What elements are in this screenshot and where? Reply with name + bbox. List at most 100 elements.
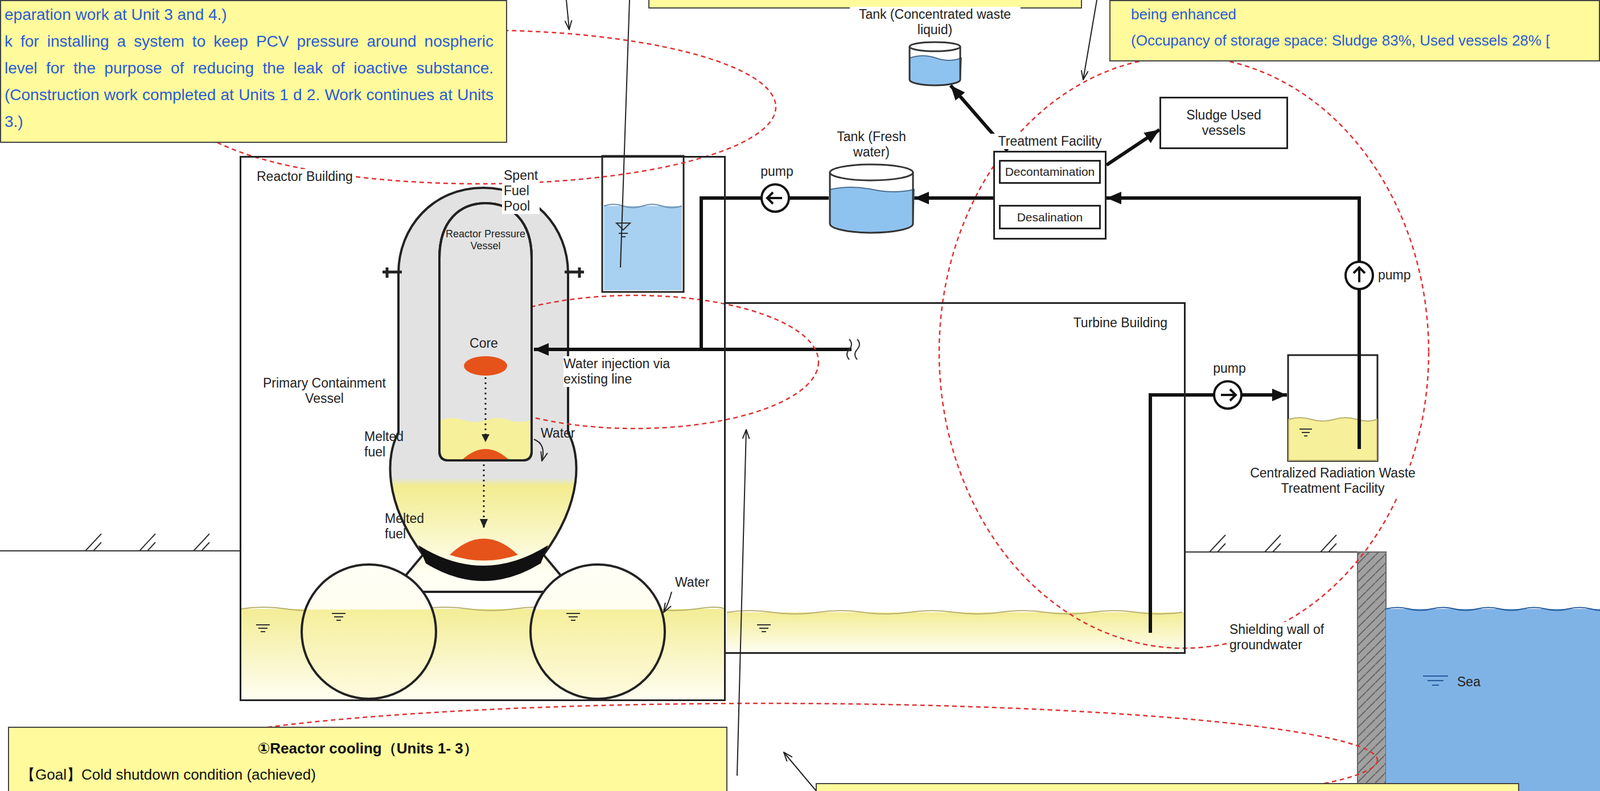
note-box: eparation work at Unit 3 and 4.)k for in… [0, 0, 508, 143]
box-text: (Occupancy of storage space: Sludge 83%,… [1130, 27, 1594, 54]
suppression-chamber [301, 564, 437, 699]
box-text: Sludge Used vessels [1166, 107, 1281, 139]
leader-line [737, 429, 747, 776]
box-text: Decontamination [1005, 165, 1096, 179]
part-label: Water [675, 574, 710, 591]
water-flow [533, 439, 544, 462]
pump-symbol [767, 192, 783, 204]
pump-symbol [1345, 261, 1373, 290]
water-level-symbol [566, 613, 581, 621]
building-outline: Reactor BuildingReactor Pressure Vessel [239, 155, 726, 702]
ground [85, 533, 210, 551]
part-label: Water [540, 425, 576, 442]
part-label: pump [1209, 360, 1250, 377]
heading-text: Tank (Concentrated waste liquid) [849, 6, 1021, 38]
part-label: pump [1376, 267, 1413, 283]
pressure-vessel [463, 356, 508, 376]
heading-text: Tank (Fresh water) [823, 129, 920, 160]
ground [0, 533, 1358, 553]
tank [908, 40, 962, 86]
sea-surface [1385, 607, 1600, 686]
pressure-vessel [439, 203, 532, 461]
pipe [701, 349, 1186, 633]
pipe-break [846, 339, 860, 360]
sea [1385, 609, 1600, 791]
note-box: being enhanced(Occupancy of storage spac… [1109, 0, 1600, 62]
waste-tank [1286, 354, 1379, 463]
part-label: pump [757, 163, 797, 180]
tank [829, 172, 913, 233]
tank [829, 164, 913, 181]
waste-tank: Centralized Radiation Waste Treatment Fa… [1286, 354, 1379, 463]
waste-tank [1357, 354, 1361, 450]
tank: Tank (Fresh water) [828, 163, 915, 233]
part-label: Melted fuel [364, 429, 404, 460]
heading-text: Treatment Facility [981, 133, 1119, 150]
shielding-wall [1357, 552, 1386, 791]
water-level-symbol [331, 613, 346, 621]
box-text: k for installing a system to keep PCV pr… [4, 27, 494, 135]
pump-symbol [1214, 381, 1242, 409]
leader-line [783, 752, 817, 791]
pipe-connector [914, 196, 994, 200]
pressure-vessel [462, 449, 509, 460]
pressure-vessel [439, 203, 532, 461]
box-text: Reactor Pressure Vessel [441, 228, 530, 253]
tank: Tank (Concentrated waste liquid) [908, 40, 962, 86]
box-text: Turbine Building [1071, 315, 1170, 331]
box-text: being enhanced [1130, 1, 1594, 28]
part-label: Shielding wall of groundwater [1227, 622, 1346, 653]
part-label: Melted fuel [384, 511, 425, 542]
leader-line [620, 0, 630, 268]
tank [828, 163, 915, 233]
pool-surface [603, 204, 682, 208]
box-text: Reactor Building [254, 169, 355, 185]
tank [829, 187, 915, 233]
edge-label: Water injection via existing line [563, 356, 695, 388]
fuel-drop [483, 464, 485, 529]
pressure-vessel [484, 377, 487, 436]
leader-line [566, 0, 1097, 791]
box-text: ①Reactor cooling（Units 1- 3） [20, 738, 715, 759]
building-outline: Turbine Building [725, 302, 1186, 655]
tank [909, 46, 961, 86]
containment-vessel [389, 187, 577, 592]
pump-symbol [1220, 389, 1236, 401]
ground [0, 550, 1358, 553]
part-label: Core [462, 335, 506, 352]
process-box: Sludge Used vessels [1159, 96, 1289, 150]
ground [1209, 535, 1337, 553]
water-level-symbol [616, 223, 631, 237]
turbine-water [726, 612, 1185, 653]
waste-tank [1288, 417, 1377, 461]
box-text: eparation work at Unit 3 and 4.) [4, 1, 494, 28]
pipe-connector [533, 198, 829, 350]
tank [909, 42, 961, 52]
pump-symbol [761, 184, 789, 212]
region-outline [939, 56, 1429, 649]
region-outline [153, 30, 1429, 791]
pressure-vessel: Reactor Pressure Vessel [437, 200, 534, 463]
pump-symbol [1353, 267, 1365, 283]
box-text: 【Goal】Cold shutdown condition (achieved) [20, 764, 715, 785]
waste-tank [1288, 355, 1378, 462]
part-label: Primary Containment Vessel [253, 375, 396, 407]
box-text: Desalination [1017, 210, 1084, 225]
note-box [816, 783, 1519, 791]
pump-symbol [761, 184, 1373, 409]
pool-water [603, 206, 682, 291]
heading-text: Centralized Radiation Waste Treatment Fa… [1239, 465, 1427, 497]
facility-box: Treatment FacilityDecontaminationDesalin… [993, 150, 1107, 240]
note-box: ①Reactor cooling（Units 1- 3） 【Goal】Cold s… [7, 726, 728, 791]
tank [909, 55, 962, 86]
part-label: Sea [1457, 674, 1481, 690]
leader-line [1083, 0, 1097, 80]
waste-tank [1299, 429, 1312, 437]
part-label: Spent Fuel Pool [502, 167, 540, 215]
spent-fuel-pool [602, 155, 684, 292]
pressure-vessel [481, 434, 490, 443]
melted-fuel [449, 539, 518, 562]
process-box: Desalination [998, 204, 1101, 230]
water-level-symbol [757, 624, 771, 632]
water-level-symbol [256, 624, 270, 632]
